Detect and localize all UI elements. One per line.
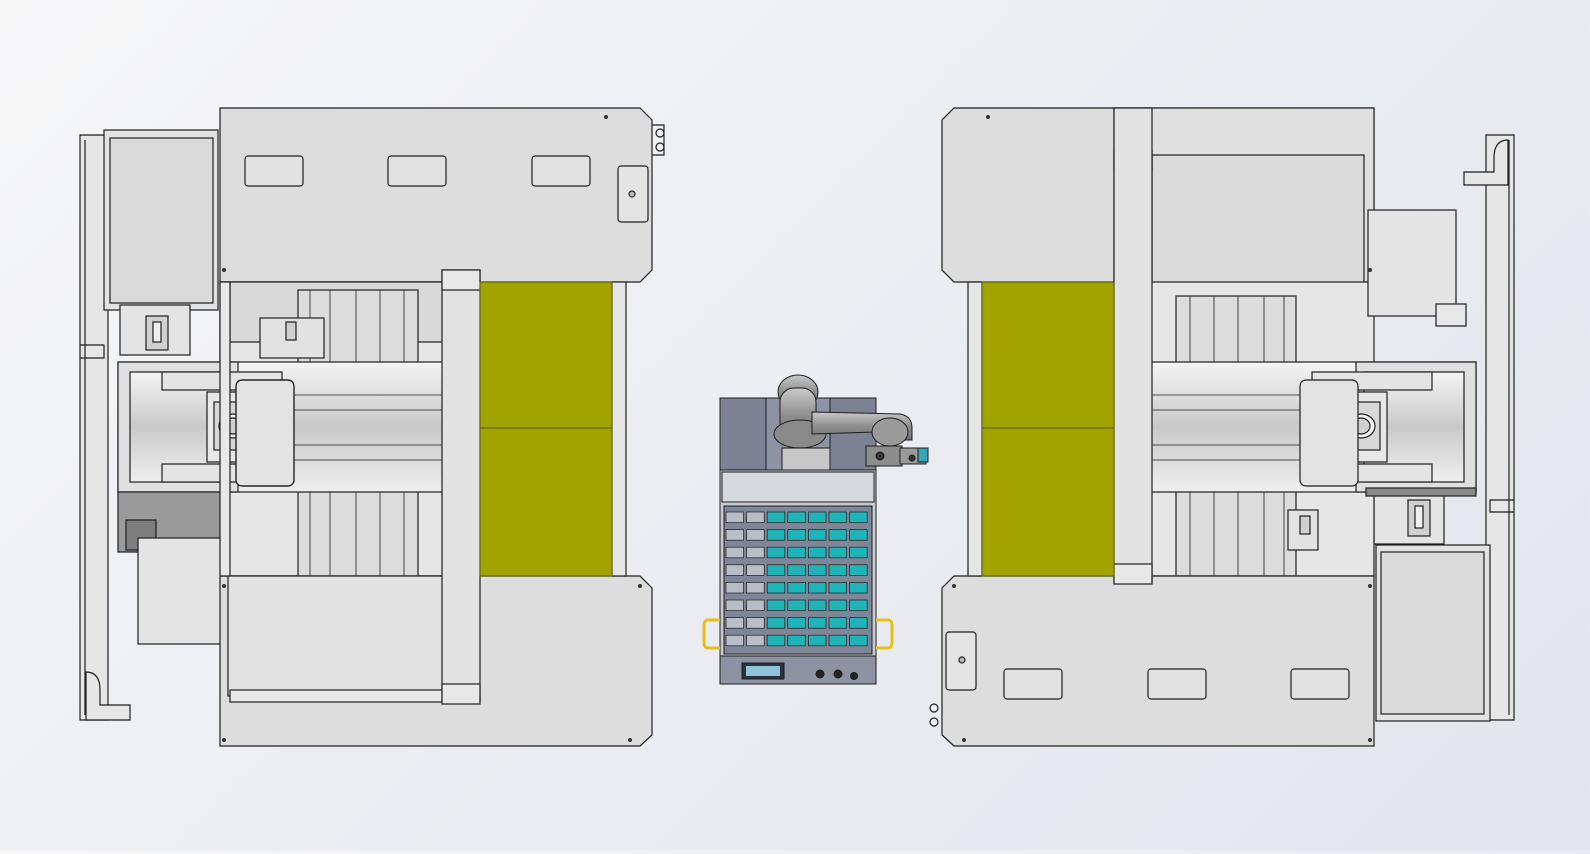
tool-drawer (808, 599, 827, 611)
tool-drawer (849, 529, 868, 541)
cnc-machine-left (79, 107, 665, 747)
cabinet-button-1 (815, 669, 825, 679)
tool-drawer (828, 617, 847, 629)
tool-drawer (787, 529, 806, 541)
tool-drawer (725, 617, 744, 629)
tool-drawer (828, 582, 847, 594)
tool-drawer (766, 617, 786, 629)
tool-drawer (808, 617, 827, 629)
tool-drawer (849, 634, 868, 647)
tool-drawer (787, 599, 806, 611)
tool-drawer (787, 582, 806, 594)
cabinet-button-3 (850, 672, 858, 680)
tool-drawer (725, 599, 744, 611)
left-motor-housing (137, 537, 227, 645)
tool-drawer (849, 546, 868, 559)
robot-arm (773, 374, 929, 467)
tool-drawer (725, 582, 744, 594)
tool-cabinet-drawer-area (723, 505, 873, 655)
left-top-cover (219, 107, 653, 283)
tool-drawer (828, 529, 847, 541)
tool-drawer (808, 634, 827, 647)
left-door-window (479, 281, 613, 577)
tool-drawer (849, 511, 868, 523)
tool-drawer (766, 546, 786, 559)
tool-drawer (746, 582, 765, 594)
tool-drawer (828, 599, 847, 611)
tool-drawer (828, 634, 847, 647)
tool-drawer (746, 564, 765, 576)
tool-drawer (808, 511, 827, 523)
tool-drawer (787, 617, 806, 629)
tool-drawer (746, 634, 765, 647)
robot-arm-with-tool-cabinet (702, 374, 929, 685)
tool-drawer (725, 529, 744, 541)
tool-drawer (787, 546, 806, 559)
tool-drawer (746, 617, 765, 629)
cnc-machine-right (929, 107, 1515, 747)
tool-drawer (766, 511, 786, 523)
tool-drawer (849, 617, 868, 629)
tool-drawer (849, 564, 868, 576)
tool-drawer (787, 511, 806, 523)
tool-drawer (849, 599, 868, 611)
tool-drawer (808, 564, 827, 576)
tool-drawer (746, 511, 765, 523)
left-top-vent-3 (531, 155, 591, 187)
tool-drawer (808, 546, 827, 559)
tool-drawer (725, 564, 744, 576)
tool-drawer (746, 599, 765, 611)
tool-drawer (725, 634, 744, 647)
tool-drawer (808, 582, 827, 594)
tool-drawer (766, 564, 786, 576)
tool-drawer (766, 634, 786, 647)
tool-drawer (746, 529, 765, 541)
tool-drawer (787, 634, 806, 647)
tool-drawer (828, 546, 847, 559)
tool-cabinet-drawers (725, 511, 868, 647)
left-top-vent-1 (244, 155, 304, 187)
tool-drawer (746, 546, 765, 559)
tool-drawer (725, 546, 744, 559)
tool-drawer (725, 511, 744, 523)
cabinet-left-handle (702, 618, 720, 650)
tool-drawer (766, 582, 786, 594)
tool-drawer (766, 529, 786, 541)
tool-drawer (808, 529, 827, 541)
cabinet-button-2 (833, 669, 843, 679)
tool-drawer (787, 564, 806, 576)
tool-drawer (766, 599, 786, 611)
tool-drawer (828, 564, 847, 576)
tool-drawer (849, 582, 868, 594)
left-top-vent-2 (387, 155, 447, 187)
tool-drawer (828, 511, 847, 523)
cabinet-right-handle (876, 618, 894, 650)
